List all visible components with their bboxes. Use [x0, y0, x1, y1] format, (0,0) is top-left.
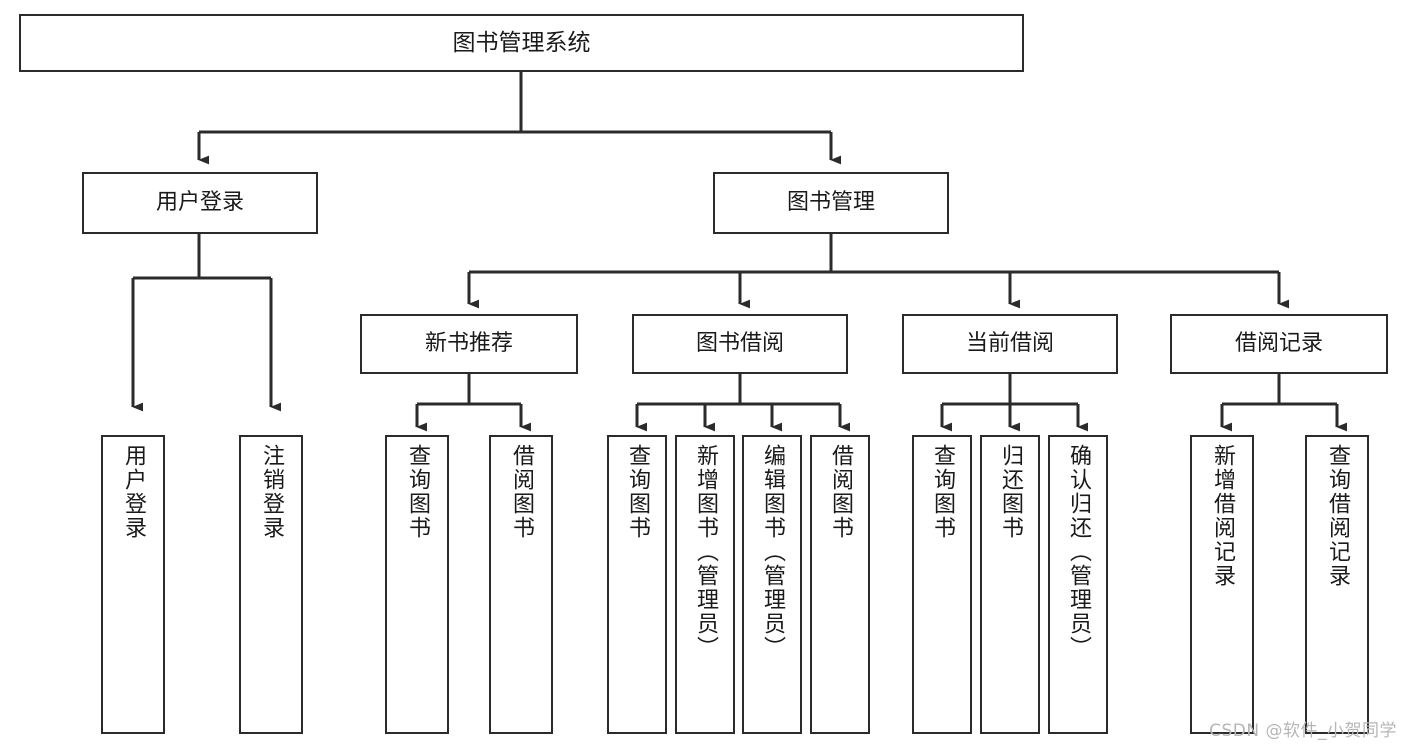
leaf-label: 用户登录	[121, 444, 146, 540]
leaf-current-return-book[interactable]: 归还图书	[980, 435, 1040, 734]
node-book-management-label: 图书管理	[786, 190, 875, 216]
leaf-borrow-query-book[interactable]: 查询图书	[607, 435, 667, 734]
node-book-management[interactable]: 图书管理	[713, 172, 949, 234]
leaf-label: 借阅图书	[509, 444, 534, 540]
node-new-book-recommend[interactable]: 新书推荐	[360, 314, 578, 374]
leaf-label: 注销登录	[259, 444, 284, 540]
node-borrow-record-label: 借阅记录	[1234, 331, 1323, 357]
leaf-borrow-edit-book-admin[interactable]: 编辑图书（管理员）	[742, 435, 802, 734]
node-new-book-recommend-label: 新书推荐	[424, 331, 513, 357]
leaf-user-login-logout[interactable]: 注销登录	[239, 435, 303, 734]
leaf-label: 确认归还（管理员）	[1066, 444, 1091, 660]
node-book-borrow-label: 图书借阅	[695, 331, 784, 357]
node-user-login-label: 用户登录	[155, 190, 244, 216]
leaf-current-query-book[interactable]: 查询图书	[912, 435, 972, 734]
leaf-borrow-add-book-admin[interactable]: 新增图书（管理员）	[675, 435, 735, 734]
node-borrow-record[interactable]: 借阅记录	[1170, 314, 1388, 374]
leaf-label: 归还图书	[998, 444, 1023, 540]
node-user-login[interactable]: 用户登录	[82, 172, 318, 234]
leaf-new-book-borrow[interactable]: 借阅图书	[489, 435, 553, 734]
leaf-label: 查询图书	[405, 444, 430, 540]
leaf-record-query-record[interactable]: 查询借阅记录	[1305, 435, 1369, 734]
node-root-system[interactable]: 图书管理系统	[19, 14, 1024, 72]
leaf-label: 查询图书	[930, 444, 955, 540]
watermark-text: CSDN @软件_小贺同学	[1209, 721, 1397, 741]
node-book-borrow[interactable]: 图书借阅	[632, 314, 848, 374]
leaf-current-confirm-return-admin[interactable]: 确认归还（管理员）	[1048, 435, 1108, 734]
leaf-label: 新增图书（管理员）	[693, 444, 718, 660]
leaf-label: 编辑图书（管理员）	[760, 444, 785, 660]
leaf-borrow-borrow-book[interactable]: 借阅图书	[810, 435, 870, 734]
node-root-label: 图书管理系统	[452, 29, 591, 56]
leaf-user-login-login[interactable]: 用户登录	[101, 435, 165, 734]
leaf-label: 新增借阅记录	[1210, 444, 1235, 588]
leaf-label: 借阅图书	[828, 444, 853, 540]
leaf-label: 查询借阅记录	[1325, 444, 1350, 588]
node-current-borrow[interactable]: 当前借阅	[902, 314, 1118, 374]
leaf-label: 查询图书	[625, 444, 650, 540]
leaf-record-add-record[interactable]: 新增借阅记录	[1190, 435, 1254, 734]
leaf-new-book-query[interactable]: 查询图书	[385, 435, 449, 734]
node-current-borrow-label: 当前借阅	[965, 331, 1054, 357]
